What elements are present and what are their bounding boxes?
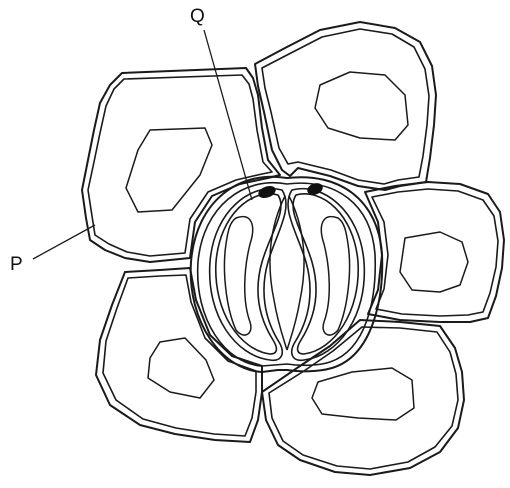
leader-line-p — [33, 225, 95, 259]
epidermal-cell-upper-right — [255, 22, 436, 190]
epidermal-cell-lower-left — [96, 268, 262, 442]
label-q: Q — [190, 6, 205, 27]
epidermal-cell-right — [365, 182, 504, 322]
label-p: P — [10, 254, 23, 275]
leader-line-q — [204, 30, 252, 200]
epidermal-cell-upper-left — [82, 68, 280, 262]
guard-cell-nucleus-left — [257, 184, 278, 200]
